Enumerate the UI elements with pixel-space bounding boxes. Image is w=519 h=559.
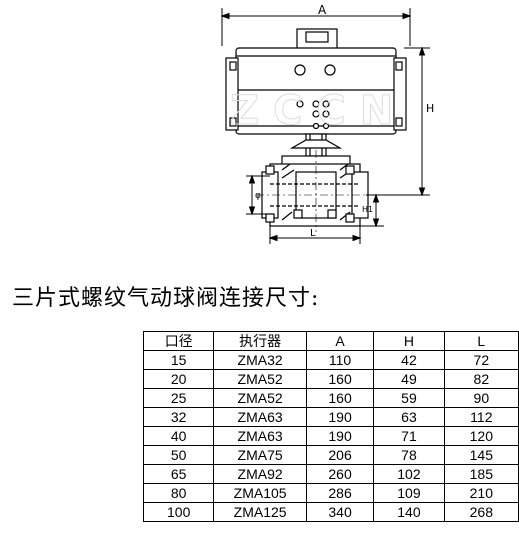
dimension-h1-label: H1 [362, 205, 373, 214]
cell-a: 110 [305, 350, 375, 370]
dimension-phi-label: φ [255, 191, 261, 201]
cell-size: 50 [142, 445, 215, 465]
cell-a: 206 [305, 445, 375, 465]
cell-actuator: ZMA52 [213, 388, 307, 408]
cell-size: 32 [142, 407, 215, 427]
cell-actuator: ZMA63 [213, 426, 307, 446]
cell-a: 340 [305, 502, 375, 522]
header-h: H [373, 331, 445, 351]
cell-l: 210 [443, 483, 519, 503]
cell-l: 112 [443, 407, 519, 427]
dimension-a-label: A [318, 3, 327, 17]
mounting-bracket [289, 133, 343, 157]
cell-h: 42 [373, 350, 445, 370]
watermark: ZCCN [230, 88, 407, 134]
dimension-l [268, 222, 362, 244]
cell-a: 190 [305, 407, 375, 427]
cell-a: 160 [305, 388, 375, 408]
cell-l: 82 [443, 369, 519, 389]
cell-l: 90 [443, 388, 519, 408]
cell-size: 100 [142, 502, 215, 522]
cell-h: 63 [373, 407, 445, 427]
cell-h: 109 [373, 483, 445, 503]
dimension-phi [246, 174, 270, 216]
cell-l: 268 [443, 502, 519, 522]
cell-h: 102 [373, 464, 445, 484]
cell-size: 20 [142, 369, 215, 389]
cell-a: 260 [305, 464, 375, 484]
header-actuator: 执行器 [213, 331, 307, 351]
cell-h: 49 [373, 369, 445, 389]
dimension-l-label: L [310, 228, 316, 239]
cell-actuator: ZMA92 [213, 464, 307, 484]
cell-l: 185 [443, 464, 519, 484]
header-l: L [443, 331, 519, 351]
dimension-h-label: H [426, 102, 434, 115]
cell-actuator: ZMA125 [213, 502, 307, 522]
header-size: 口径 [142, 331, 215, 351]
cell-h: 140 [373, 502, 445, 522]
cell-size: 80 [142, 483, 215, 503]
cell-a: 286 [305, 483, 375, 503]
valve-drawing: A ZCCN [220, 3, 434, 244]
cell-size: 25 [142, 388, 215, 408]
actuator-body [225, 47, 407, 135]
valve-body [261, 155, 369, 227]
cell-size: 65 [142, 464, 215, 484]
cell-h: 59 [373, 388, 445, 408]
cell-size: 40 [142, 426, 215, 446]
cell-a: 160 [305, 369, 375, 389]
table-header-row: 口径 执行器 A H L [142, 331, 519, 351]
cell-actuator: ZMA105 [213, 483, 307, 503]
cell-actuator: ZMA63 [213, 407, 307, 427]
cell-actuator: ZMA75 [213, 445, 307, 465]
cell-l: 120 [443, 426, 519, 446]
cell-size: 15 [142, 350, 215, 370]
cell-a: 190 [305, 426, 375, 446]
cell-actuator: ZMA32 [213, 350, 307, 370]
dimension-h [366, 46, 430, 197]
cell-l: 145 [443, 445, 519, 465]
dimension-a [220, 8, 412, 46]
cell-h: 71 [373, 426, 445, 446]
cell-h: 78 [373, 445, 445, 465]
cell-l: 72 [443, 350, 519, 370]
cell-actuator: ZMA52 [213, 369, 307, 389]
section-heading: 三片式螺纹气动球阀连接尺寸: [12, 286, 320, 311]
header-a: A [305, 331, 375, 351]
dimension-h1 [360, 193, 384, 228]
actuator-boss [296, 28, 338, 50]
